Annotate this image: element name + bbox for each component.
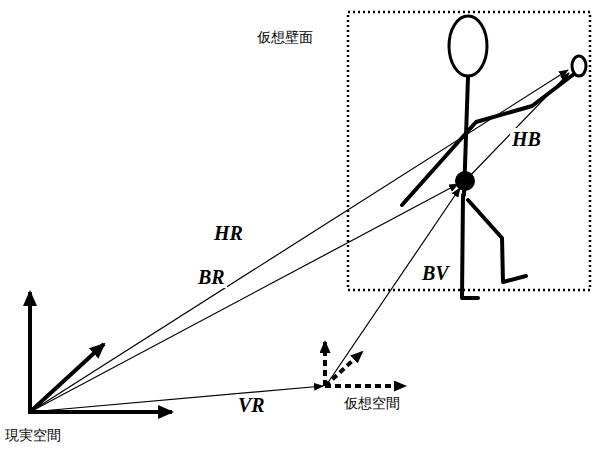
frame-label: 仮想空間: [343, 396, 401, 411]
vector-label: HB: [510, 128, 543, 150]
vector-label: HR: [212, 222, 245, 244]
vector-label: VR: [236, 394, 267, 416]
real-frame: [28, 292, 172, 412]
vector-label: BR: [196, 266, 227, 288]
region-label: 仮想壁面: [256, 30, 314, 45]
virtual-frame: [325, 342, 405, 386]
vector-label: BV: [420, 262, 451, 284]
hand: [572, 56, 586, 76]
body-point: [455, 171, 475, 191]
stick-figure: [402, 16, 574, 298]
virtual-wall: [348, 12, 590, 290]
vectors: [30, 70, 569, 412]
frame-label: 現実空間: [4, 428, 62, 443]
